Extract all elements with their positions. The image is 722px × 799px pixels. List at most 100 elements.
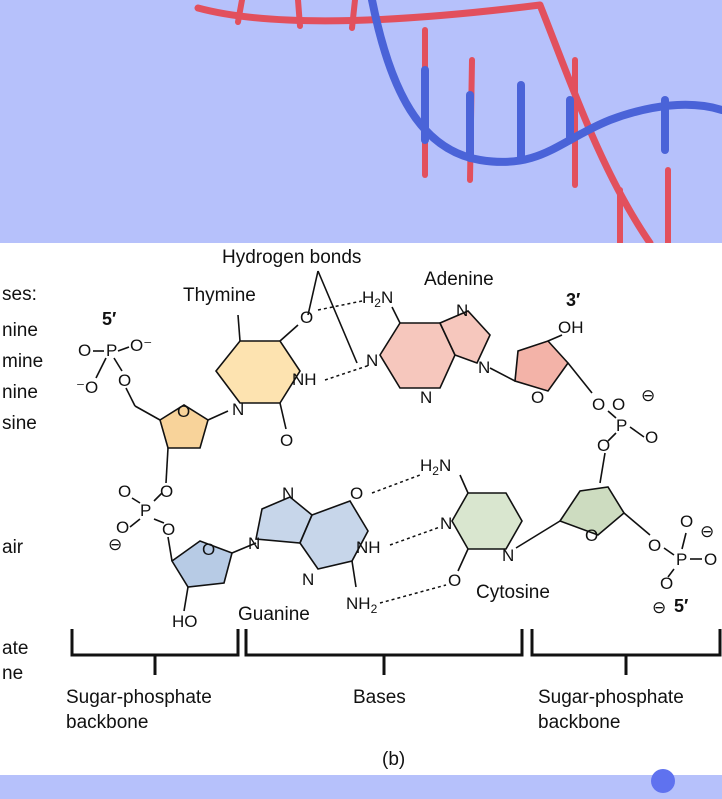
guanine-ring-6 bbox=[299, 500, 369, 570]
svg-text:O: O bbox=[202, 540, 215, 559]
adenine-label: Adenine bbox=[424, 269, 494, 290]
svg-text:⁻O: ⁻O bbox=[76, 378, 98, 397]
svg-text:⊖: ⊖ bbox=[652, 598, 666, 617]
svg-text:⊖: ⊖ bbox=[108, 535, 122, 554]
svg-text:O: O bbox=[597, 436, 610, 455]
svg-text:N: N bbox=[248, 534, 260, 553]
svg-text:HO: HO bbox=[172, 612, 198, 631]
svg-text:O: O bbox=[300, 308, 313, 327]
bracket-right bbox=[530, 629, 722, 675]
svg-text:P: P bbox=[140, 501, 151, 520]
footer-strip bbox=[0, 775, 722, 799]
svg-text:N: N bbox=[420, 388, 432, 407]
svg-text:O: O bbox=[448, 571, 461, 590]
five-prime-top-label: 5′ bbox=[102, 309, 116, 329]
guanine-ring-5 bbox=[255, 496, 313, 544]
sugar-top-left-oxygen: O bbox=[177, 402, 190, 421]
svg-text:NH: NH bbox=[292, 370, 317, 389]
five-prime-bottom-label: 5′ bbox=[674, 596, 688, 616]
svg-text:N: N bbox=[456, 301, 468, 320]
cropped-text-6: air bbox=[2, 537, 24, 558]
sugar-top-right bbox=[514, 340, 570, 392]
svg-text:H2N: H2N bbox=[362, 288, 393, 310]
helix-rungs-blue bbox=[421, 66, 669, 164]
three-prime-top-label: 3′ bbox=[566, 290, 580, 310]
cropped-text-2: nine bbox=[2, 320, 38, 341]
sugar-bottom-left bbox=[170, 540, 233, 588]
helix-strand-blue bbox=[368, 0, 722, 166]
svg-text:O: O bbox=[118, 371, 131, 390]
svg-text:O: O bbox=[704, 550, 717, 569]
hbond-pointer-2 bbox=[317, 270, 358, 364]
svg-text:O: O bbox=[531, 388, 544, 407]
svg-text:O: O bbox=[660, 574, 673, 593]
cytosine-ring bbox=[451, 492, 523, 550]
bracket-left bbox=[70, 629, 240, 675]
svg-text:O: O bbox=[648, 536, 661, 555]
svg-text:N: N bbox=[440, 514, 452, 533]
phosphate-top-left: O P O⁻ ⁻O O bbox=[76, 336, 161, 421]
svg-text:O: O bbox=[162, 520, 175, 539]
svg-text:O: O bbox=[118, 482, 131, 501]
svg-text:P: P bbox=[616, 416, 627, 435]
sugar-bottom-right bbox=[558, 486, 626, 536]
svg-text:OH: OH bbox=[558, 318, 584, 337]
svg-text:O: O bbox=[350, 484, 363, 503]
cropped-text-3: mine bbox=[2, 351, 43, 372]
cropped-text-4: nine bbox=[2, 382, 38, 403]
bracket-left-label-line2: backbone bbox=[66, 712, 148, 733]
svg-text:O: O bbox=[585, 526, 598, 545]
dna-base-pairing-figure: ses: nine mine nine sine air ate ne Hydr… bbox=[0, 243, 722, 775]
cropped-text-7: ate bbox=[2, 638, 28, 659]
svg-text:O: O bbox=[160, 482, 173, 501]
svg-text:H2N: H2N bbox=[420, 456, 451, 478]
cropped-text-8: ne bbox=[2, 663, 23, 684]
svg-text:O: O bbox=[78, 341, 91, 360]
bracket-middle-label: Bases bbox=[353, 687, 406, 708]
hbond-pointer-1 bbox=[307, 270, 319, 316]
svg-text:O: O bbox=[116, 518, 129, 537]
svg-text:NH2: NH2 bbox=[346, 594, 378, 616]
phosphate-bottom-left: O P O ⊖ O bbox=[108, 482, 175, 562]
cropped-text-1: ses: bbox=[2, 284, 37, 305]
svg-text:N: N bbox=[366, 351, 378, 370]
svg-text:N: N bbox=[282, 484, 294, 503]
cytosine-label: Cytosine bbox=[476, 582, 550, 603]
svg-text:P: P bbox=[106, 341, 117, 360]
svg-text:O: O bbox=[680, 512, 693, 531]
svg-text:O: O bbox=[592, 395, 605, 414]
svg-text:NH: NH bbox=[356, 538, 381, 557]
phosphate-bottom-right: O P O ⊖ O O bbox=[648, 512, 717, 593]
svg-text:N: N bbox=[232, 400, 244, 419]
svg-text:N: N bbox=[478, 358, 490, 377]
cropped-left-panel: ses: nine mine nine sine air ate ne bbox=[2, 284, 43, 684]
cropped-text-5: sine bbox=[2, 413, 37, 434]
svg-text:P: P bbox=[676, 550, 687, 569]
bracket-middle bbox=[244, 629, 524, 675]
phosphate-top-right: O P ⊖ O O O bbox=[592, 386, 658, 484]
hbond-ta-1 bbox=[317, 300, 363, 311]
bracket-right-label-line1: Sugar-phosphate bbox=[538, 687, 684, 708]
hydrogen-bonds-label: Hydrogen bonds bbox=[222, 247, 361, 268]
helix-strand-red bbox=[194, 1, 654, 243]
svg-text:⊖: ⊖ bbox=[700, 522, 714, 541]
svg-text:O⁻: O⁻ bbox=[130, 336, 152, 355]
svg-text:O: O bbox=[612, 395, 625, 414]
bracket-right-label-line2: backbone bbox=[538, 712, 620, 733]
hbond-gc-1 bbox=[371, 474, 421, 494]
svg-text:⊖: ⊖ bbox=[641, 386, 655, 405]
figure-caption: (b) bbox=[382, 749, 405, 770]
dna-helix-banner bbox=[0, 0, 722, 243]
thymine-label: Thymine bbox=[183, 285, 256, 306]
hbond-ta-2 bbox=[324, 364, 371, 381]
svg-text:O: O bbox=[645, 428, 658, 447]
hbond-gc-2 bbox=[389, 526, 441, 546]
decorative-dot bbox=[651, 769, 675, 793]
guanine-label: Guanine bbox=[238, 604, 310, 625]
adenine-ring-5 bbox=[438, 310, 491, 365]
svg-text:O: O bbox=[280, 431, 293, 450]
bracket-left-label-line1: Sugar-phosphate bbox=[66, 687, 212, 708]
svg-text:N: N bbox=[302, 570, 314, 589]
sugar-top-left bbox=[159, 404, 209, 449]
svg-text:N: N bbox=[502, 546, 514, 565]
